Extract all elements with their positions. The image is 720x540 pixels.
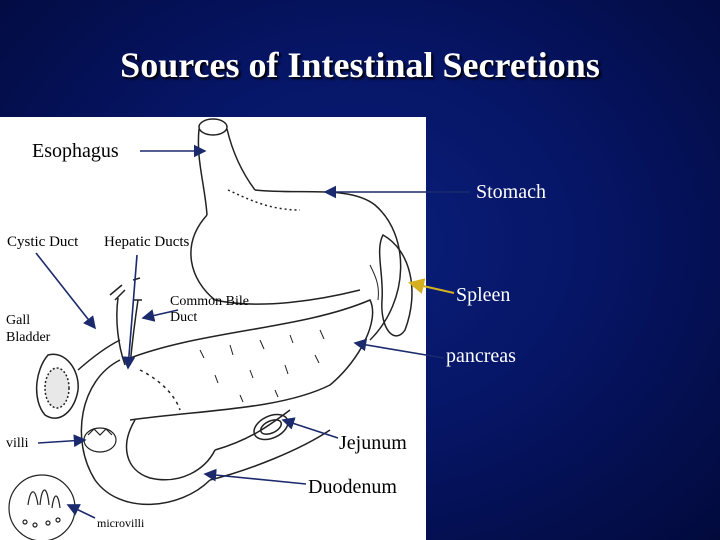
common-bile-duct-label-line2: Duct [170,310,198,325]
hepatic-ducts-label: Hepatic Ducts [104,234,190,250]
common-bile-duct-label: Common Bile Duct [170,294,249,326]
duodenum-drawing [80,359,331,506]
pancreas-label: pancreas [446,345,516,367]
gall-bladder-label: Gall Bladder [6,312,50,346]
microvilli-drawing [8,474,76,540]
villi-label: villi [6,436,29,451]
gall-bladder-label-line2: Bladder [6,330,51,345]
jejunum-label: Jejunum [339,432,407,454]
spleen-drawing [369,233,413,337]
slide-title: Sources of Intestinal Secretions [120,45,600,85]
duodenum-label: Duodenum [308,476,397,498]
gall-bladder-label-line1: Gall [6,313,31,328]
stomach-drawing [190,189,402,341]
esophagus-label: Esophagus [32,140,119,162]
bile-ducts-drawing [77,277,142,371]
villi-drawing [83,427,117,453]
pancreas-drawing [124,299,374,421]
jejunum-drawing [253,413,289,441]
common-bile-duct-label-line1: Common Bile [170,294,249,309]
spleen-pointer [408,278,455,294]
pointer-arrows [35,144,470,519]
microvilli-label: microvilli [97,516,145,530]
stomach-label: Stomach [476,181,546,203]
esophagus-drawing [197,118,256,216]
cystic-duct-label: Cystic Duct [7,234,79,250]
spleen-label: Spleen [456,284,511,306]
gall-bladder-drawing [35,353,79,419]
